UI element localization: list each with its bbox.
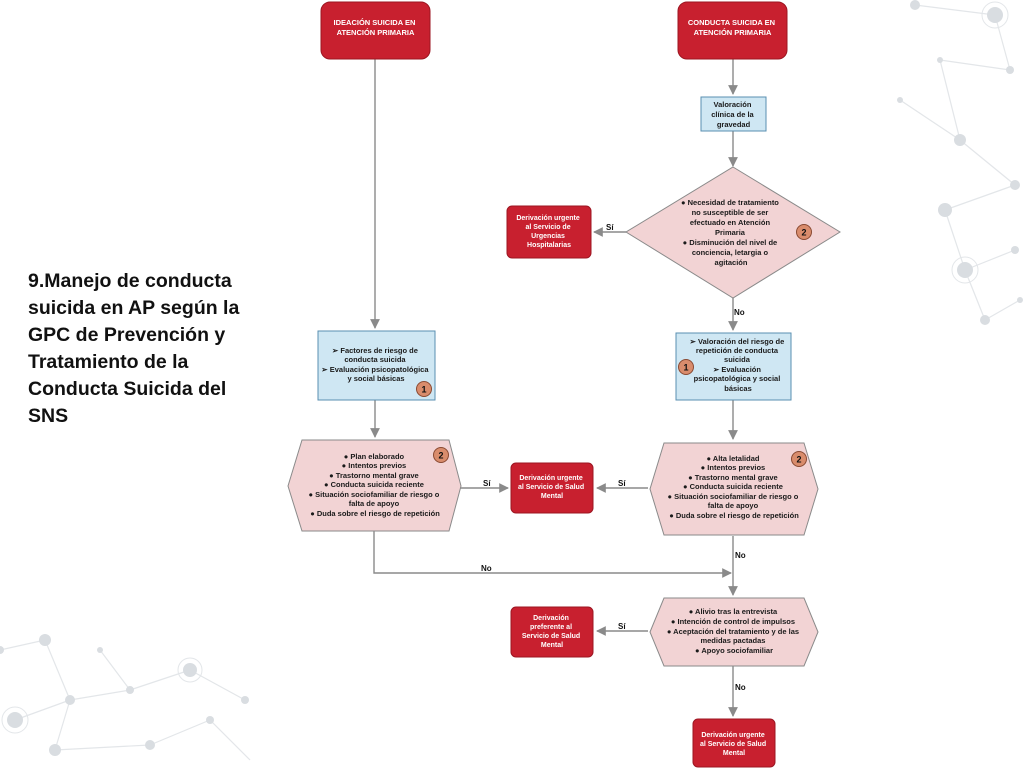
- number-badge: [791, 451, 807, 467]
- number-badge-text: 1: [421, 385, 426, 395]
- edge-label-si: Sí: [618, 622, 626, 631]
- edge-label-si: Sí: [618, 479, 626, 488]
- node-ideacion-suicida: IDEACIÓN SUICIDA EN ATENCIÓN PRIMARIA: [320, 1, 431, 60]
- connectors: [370, 59, 738, 717]
- node-valoracion-riesgo-text: ➢ Valoración del riesgo de repetición de…: [690, 337, 787, 393]
- node-conducta-text: CONDUCTA SUICIDA EN ATENCIÓN PRIMARIA: [688, 18, 777, 37]
- number-badge: [678, 359, 694, 375]
- node-urgente-salud-mental-text: Derivación urgente al Servicio de Salud …: [518, 475, 586, 500]
- edge-label-no: No: [735, 683, 746, 692]
- node-derivacion-urgente-salud-mental: Derivación urgente al Servicio de Salud …: [510, 462, 594, 514]
- slide-title: 9.Manejo de conducta suicida en AP según…: [28, 270, 240, 427]
- edge-label-no: No: [735, 551, 746, 560]
- node-valoracion-gravedad: Valoración clínica de la gravedad: [700, 96, 767, 132]
- node-decision-diamond-text: ● Necesidad de tratamiento no susceptibl…: [681, 198, 781, 267]
- edge-label-no: No: [481, 564, 492, 573]
- node-urgencias-text: Derivación urgente al Servicio de Urgenc…: [516, 215, 581, 249]
- node-criterios-finales-text: ● Alivio tras la entrevista ● Intención …: [667, 607, 801, 655]
- node-criterios-conducta-text: ● Alta letalidad ● Intentos previos ● Tr…: [668, 454, 801, 520]
- node-derivacion-urgente-salud-mental-final: Derivación urgente al Servicio de Salud …: [692, 718, 776, 768]
- number-badge: [796, 224, 812, 240]
- node-urgente-final-text: Derivación urgente al Servicio de Salud …: [700, 732, 768, 757]
- node-criterios-finales: ● Alivio tras la entrevista ● Intención …: [649, 597, 819, 667]
- number-badge-text: 2: [438, 451, 443, 461]
- node-valoracion-riesgo-repeticion: ➢ Valoración del riesgo de repetición de…: [675, 332, 792, 401]
- node-criterios-conducta: ● Alta letalidad ● Intentos previos ● Tr…: [649, 442, 819, 536]
- arrow-left-hex-no: [373, 531, 732, 578]
- node-ideacion-text: IDEACIÓN SUICIDA EN ATENCIÓN PRIMARIA: [334, 18, 418, 37]
- edge-label-si: Sí: [483, 479, 491, 488]
- number-badge-text: 1: [683, 363, 688, 373]
- node-decision-diamond: ● Necesidad de tratamiento no susceptibl…: [625, 166, 841, 299]
- edge-label-si: Sí: [606, 223, 614, 232]
- number-badge-text: 2: [796, 455, 801, 465]
- node-valoracion-gravedad-text: Valoración clínica de la gravedad: [711, 100, 756, 129]
- node-preferente-text: Derivación preferente al Servicio de Sal…: [522, 615, 582, 649]
- node-factores-riesgo: ➢ Factores de riesgo de conducta suicida…: [317, 330, 436, 401]
- node-derivacion-preferente-salud-mental: Derivación preferente al Servicio de Sal…: [510, 606, 594, 658]
- node-derivacion-urgencias-hospitalarias: Derivación urgente al Servicio de Urgenc…: [506, 205, 592, 259]
- number-badge: [433, 447, 449, 463]
- edge-label-no: No: [734, 308, 745, 317]
- number-badge-text: 2: [801, 228, 806, 238]
- node-conducta-suicida: CONDUCTA SUICIDA EN ATENCIÓN PRIMARIA: [677, 1, 788, 60]
- node-factores-riesgo-text: ➢ Factores de riesgo de conducta suicida…: [321, 346, 430, 383]
- node-criterios-ideacion-text: ● Plan elaborado ● Intentos previos ● Tr…: [309, 452, 442, 518]
- number-badge: [416, 381, 432, 397]
- node-criterios-ideacion: ● Plan elaborado ● Intentos previos ● Tr…: [287, 439, 462, 532]
